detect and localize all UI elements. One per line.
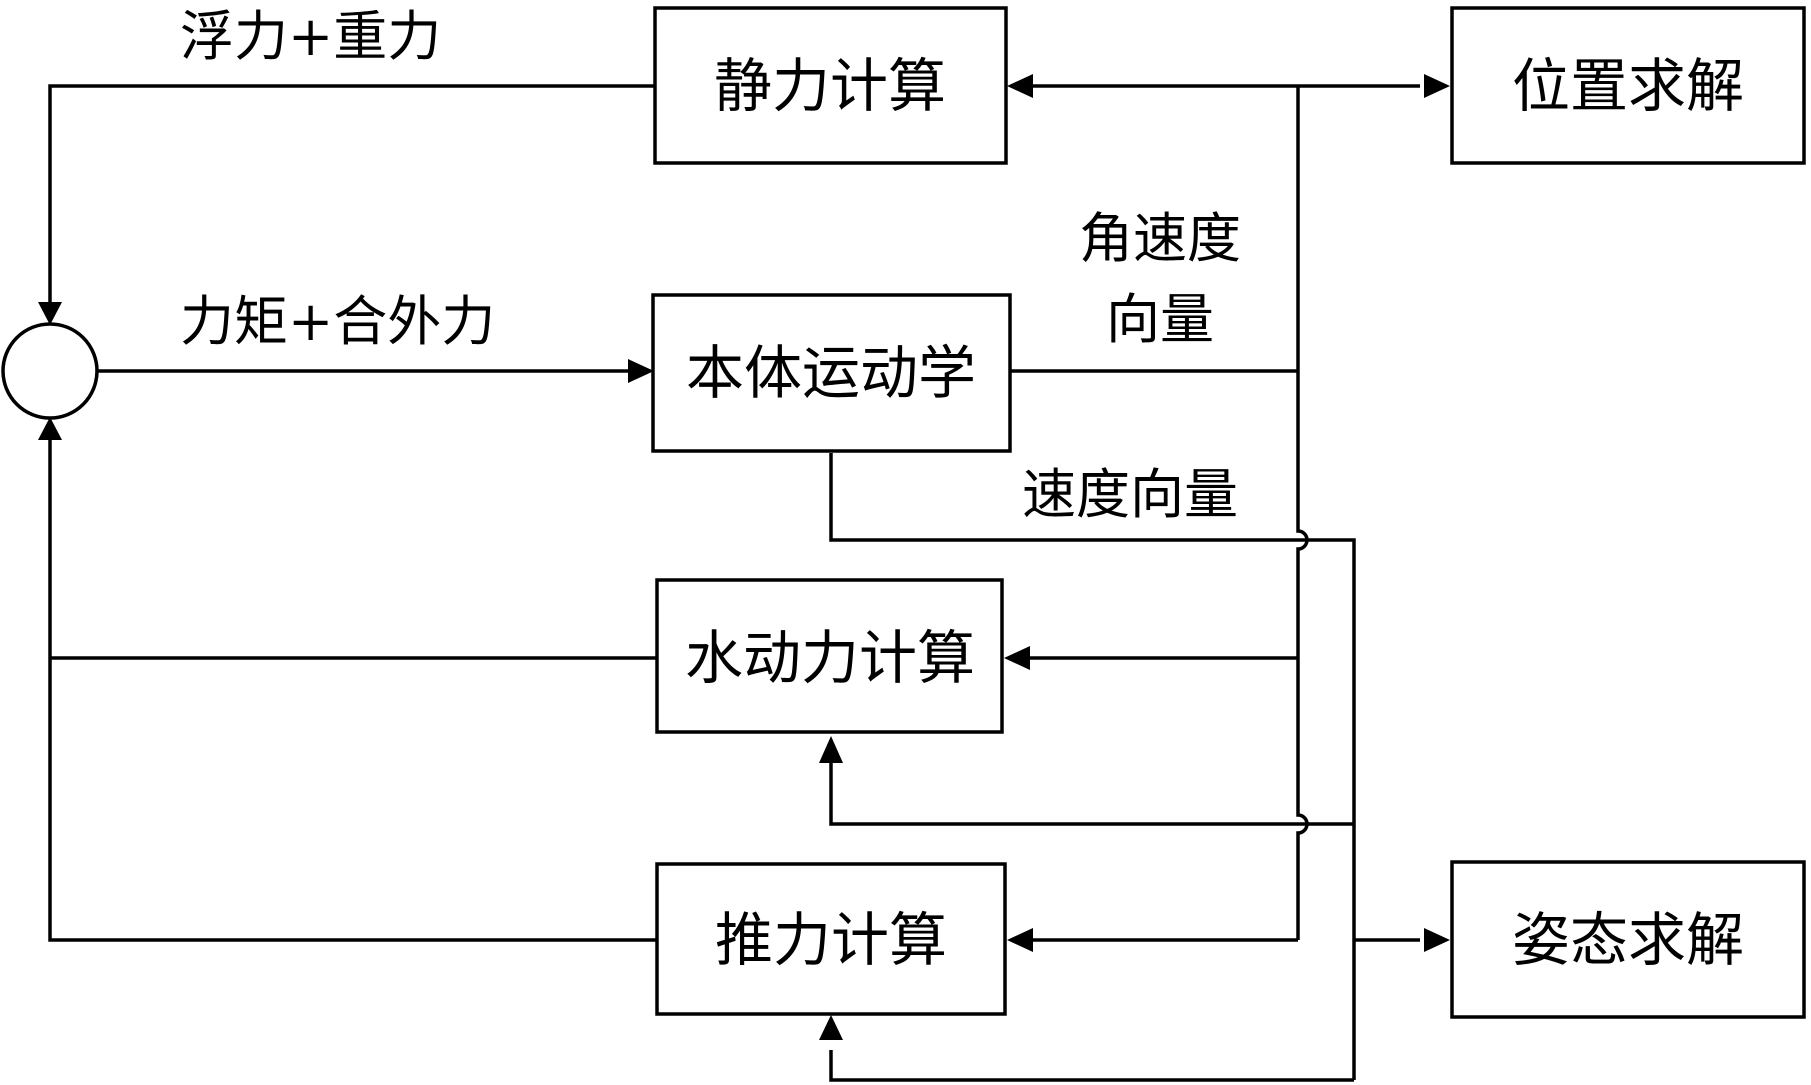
thrust-block: 推力计算: [655, 862, 1007, 1016]
hydrodynamic-label: 水动力计算: [685, 624, 975, 692]
thrust-label: 推力计算: [715, 906, 947, 974]
velocity-to-thrust-line: [829, 1050, 1354, 1082]
arrow-into-attitude-solve: [1424, 928, 1450, 952]
attitude-solve-block: 姿态求解: [1450, 860, 1806, 1019]
arrow-into-static-force: [1007, 74, 1033, 98]
static-force-block: 静力计算: [653, 6, 1008, 165]
attitude-solve-label: 姿态求解: [1512, 906, 1744, 974]
velocity-vector-label: 速度向量: [1022, 463, 1238, 526]
angular-velocity-bus: [1296, 86, 1309, 940]
arrow-into-thrust-right: [1007, 928, 1033, 952]
static-force-label: 静力计算: [714, 52, 946, 120]
body-kinematics-label: 本体运动学: [686, 339, 976, 407]
summing-junction: [1, 322, 99, 420]
angular-velocity-label-line1: 角速度: [1079, 207, 1241, 270]
arrow-into-thrust-bottom: [819, 1015, 843, 1040]
arrow-into-kinematics: [628, 359, 654, 383]
arrow-into-hydrodynamic-right: [1004, 646, 1030, 670]
torque-force-label: 力矩+合外力: [180, 290, 495, 353]
arrow-into-position-solve: [1424, 74, 1450, 98]
thrust-feedback-line: [48, 437, 657, 942]
hydrodynamic-block: 水动力计算: [655, 578, 1004, 734]
buoyancy-gravity-label: 浮力+重力: [180, 5, 441, 68]
angular-velocity-label-line2: 向量: [1106, 288, 1214, 351]
body-kinematics-block: 本体运动学: [651, 293, 1012, 453]
position-solve-block: 位置求解: [1450, 6, 1806, 165]
arrow-into-sum-bottom: [38, 417, 62, 440]
arrow-into-sum-top: [38, 302, 62, 325]
velocity-vector-line: [829, 453, 1356, 1080]
static-force-to-sum-line: [48, 84, 655, 305]
arrow-into-hydrodynamic-bottom: [819, 736, 843, 763]
position-solve-label: 位置求解: [1512, 52, 1744, 120]
velocity-to-hydrodynamic-line: [829, 760, 1354, 826]
